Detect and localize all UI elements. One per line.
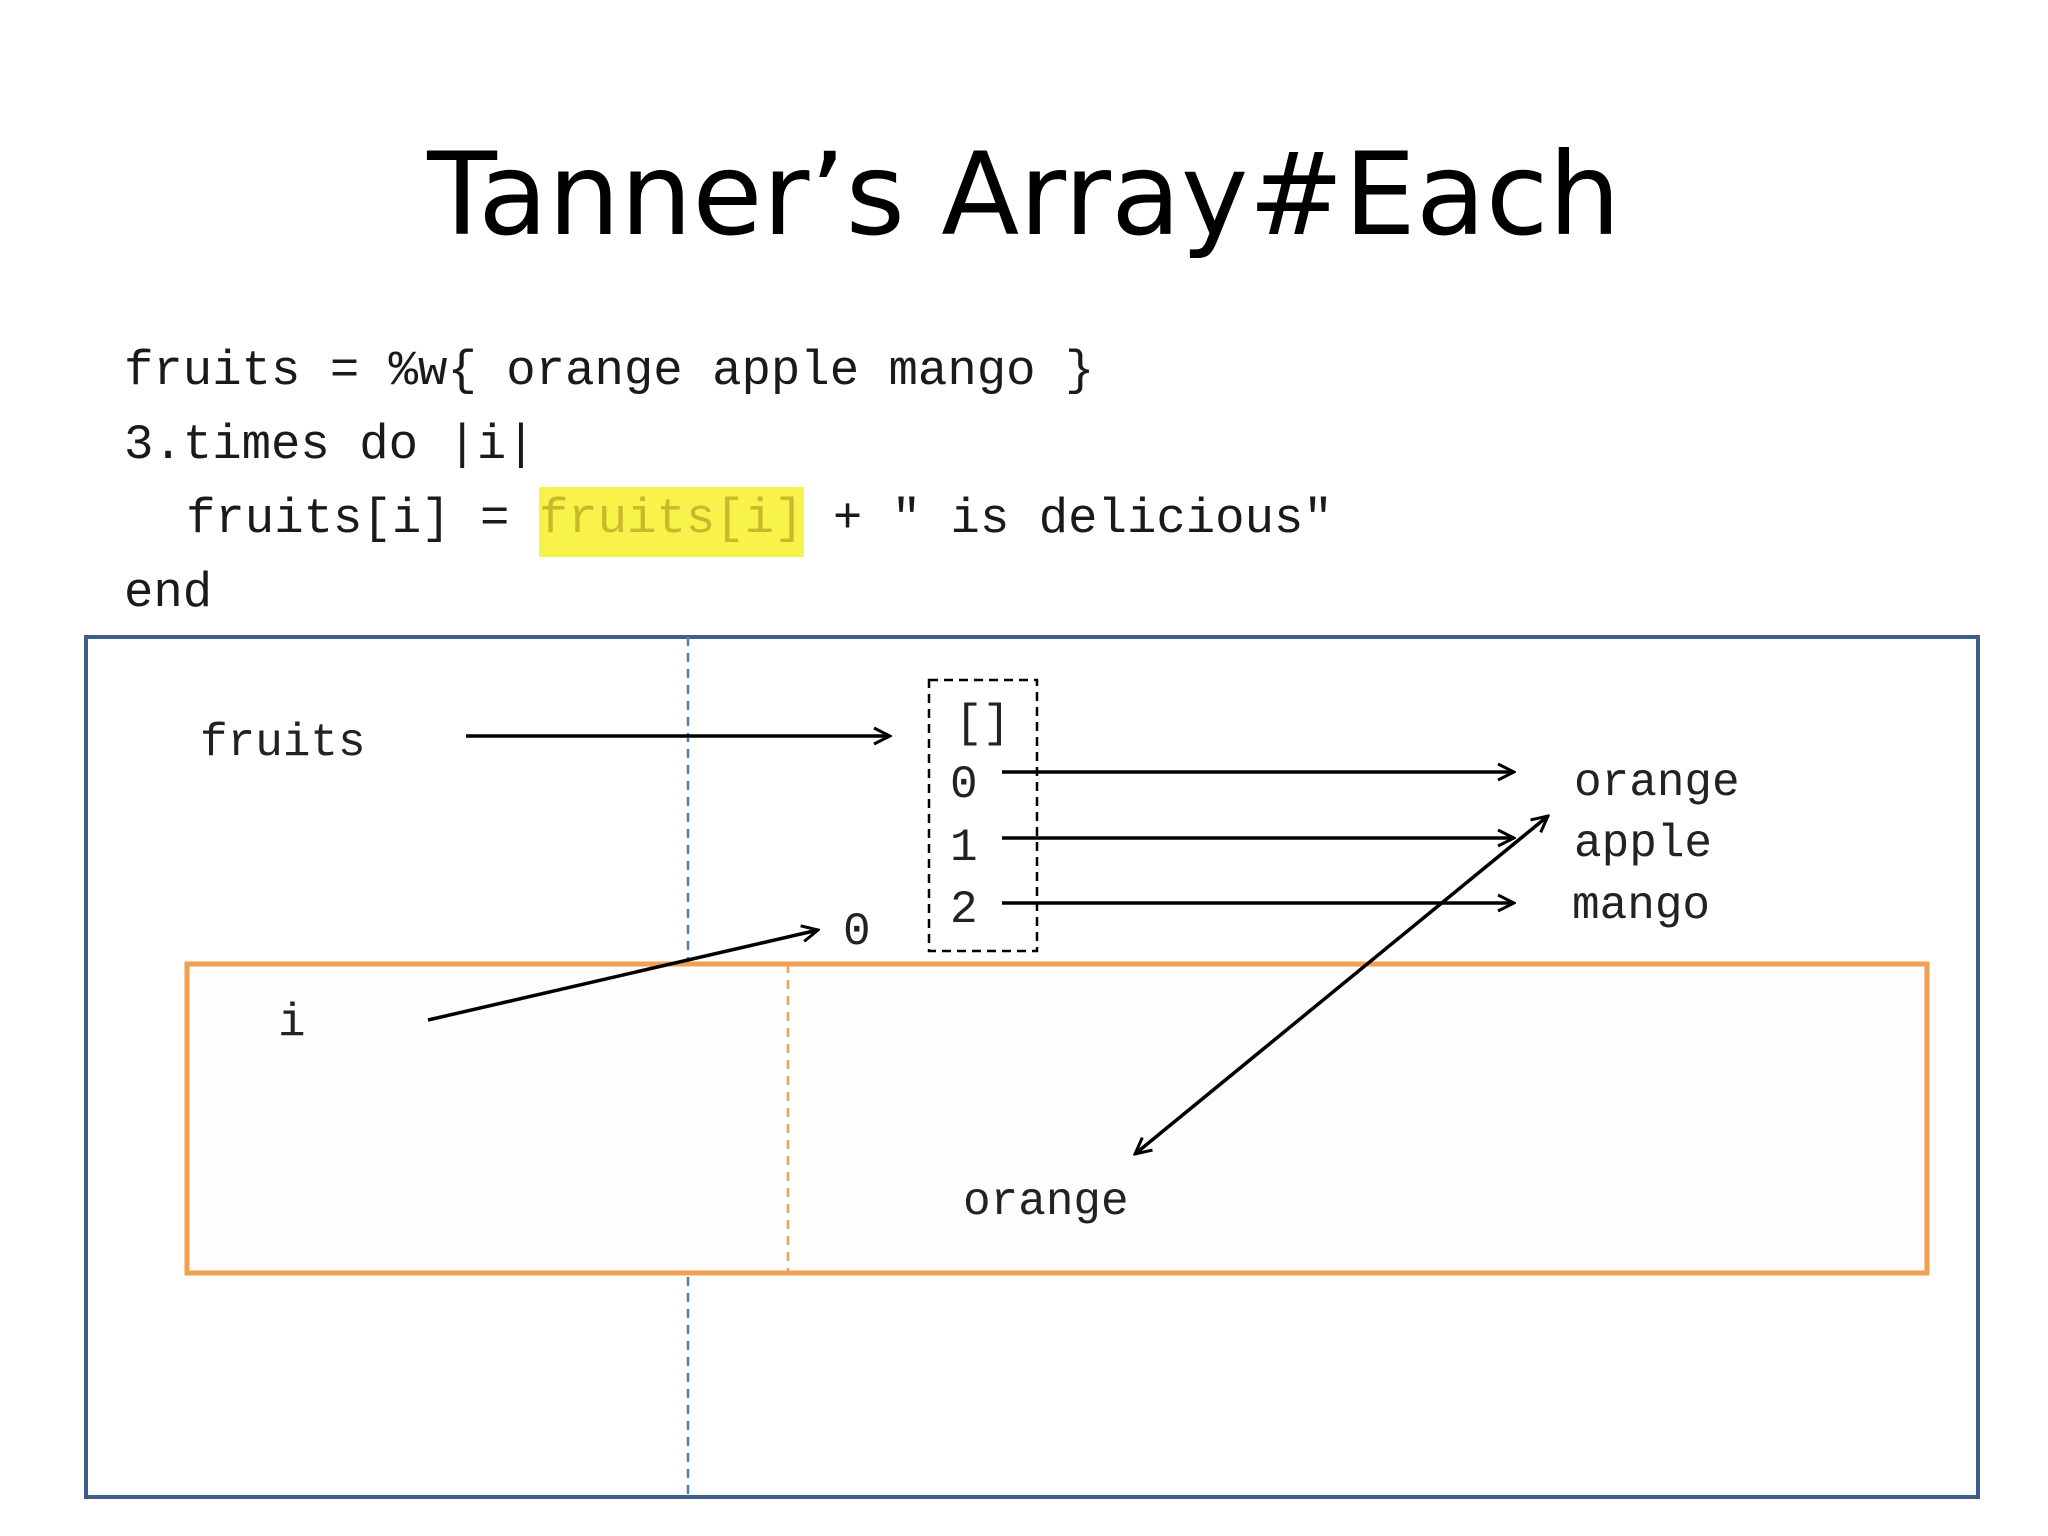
block-variable-i: i [278, 997, 306, 1049]
arrow-orange-to-apple-bidirectional [1135, 816, 1548, 1154]
element-mango: mango [1572, 880, 1710, 932]
block-scope-frame [184, 961, 1930, 1276]
code-line-3: fruits[i] = fruits[i] + " is delicious" [124, 482, 1333, 557]
code-line-1: fruits = %w{ orange apple mango } [124, 343, 1095, 399]
code-line-3-suffix: + " is delicious" [803, 491, 1333, 547]
element-apple: apple [1574, 818, 1712, 870]
code-block: fruits = %w{ orange apple mango } 3.time… [124, 334, 1333, 630]
temp-value-orange: orange [963, 1176, 1129, 1228]
arrow-i-to-zero [427, 930, 818, 1022]
code-line-2: 3.times do |i| [124, 417, 536, 473]
array-index-1: 1 [950, 822, 978, 874]
code-highlight: fruits[i] [538, 487, 804, 557]
element-orange: orange [1574, 757, 1740, 809]
outer-scope-frame [84, 635, 1980, 1499]
array-box [927, 678, 1039, 953]
i-value-zero: 0 [843, 906, 871, 958]
fruits-variable-label: fruits [200, 717, 366, 769]
array-brackets-label: [] [955, 698, 1010, 750]
slide-title: Tanner’s Array#Each [427, 128, 1621, 261]
array-index-0: 0 [950, 759, 978, 811]
code-line-4: end [124, 565, 213, 621]
array-index-2: 2 [950, 884, 978, 936]
code-line-3-prefix: fruits[i] = [186, 491, 539, 547]
